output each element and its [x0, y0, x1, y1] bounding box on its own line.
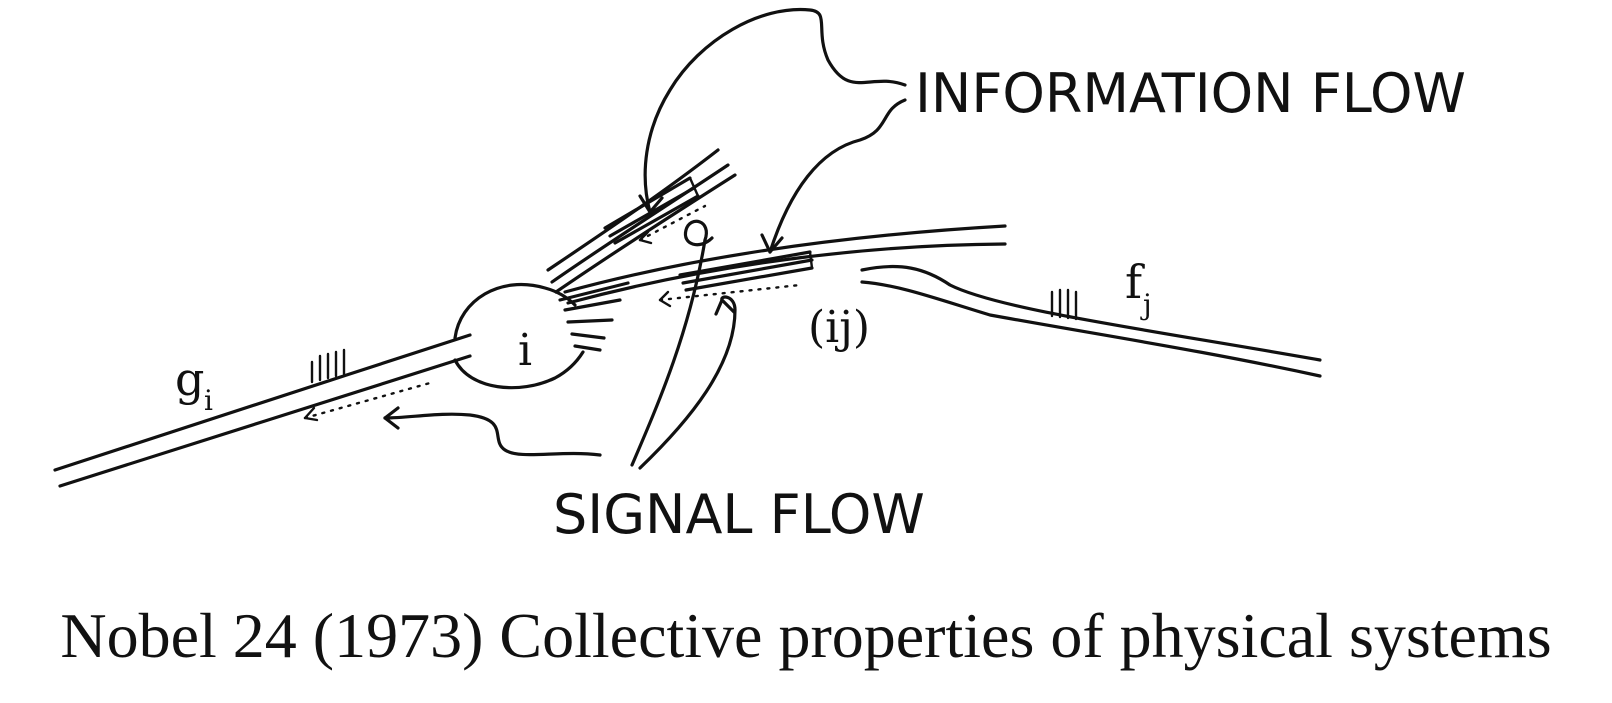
info-arrow-2-head: [760, 233, 784, 254]
ij-synapse: [678, 250, 814, 292]
signal-arrow-1: [630, 238, 707, 467]
ij-signal-arrowhead: [658, 290, 672, 308]
synapse-label: (ij): [808, 302, 870, 353]
signal-flow-label: SIGNAL FLOW: [553, 483, 925, 546]
figure-caption: Nobel 24 (1973) Collective properties of…: [60, 600, 1552, 671]
right-dendrite: [860, 264, 1322, 378]
ij-synapse-dots: [658, 283, 802, 302]
upper-synapse-dots: [638, 204, 707, 242]
signal-arrow-2: [638, 295, 737, 470]
signal-arrow-3: [383, 412, 602, 457]
left-axon-dots: [303, 381, 432, 420]
left-axon-arrowhead: [303, 406, 319, 422]
info-arrow-1: [643, 7, 907, 214]
signal-arrow-3-head: [383, 406, 400, 430]
neuron-label: i: [518, 325, 532, 376]
output-f-label: f: [1125, 255, 1145, 309]
signal-arrow-2-head: [714, 298, 736, 316]
left-axon: [53, 333, 472, 488]
upper-synapse-end: [688, 176, 700, 198]
left-axon-spikes: [310, 348, 346, 384]
upper-signal-arrowhead: [638, 230, 653, 245]
input-g-label: g: [175, 352, 204, 406]
info-arrow-1-head: [638, 194, 664, 214]
input-g-subscript: i: [204, 384, 213, 417]
main-dendrite: [563, 224, 1007, 305]
right-dendrite-spikes: [1050, 288, 1078, 321]
info-arrow-2: [768, 98, 907, 254]
dendrite-fan: [558, 281, 630, 352]
signal-arrow-1-tail: [683, 219, 714, 247]
ij-synapse-end: [808, 250, 814, 270]
output-f-subscript: j: [1140, 288, 1152, 321]
information-flow-label: INFORMATION FLOW: [915, 62, 1466, 125]
